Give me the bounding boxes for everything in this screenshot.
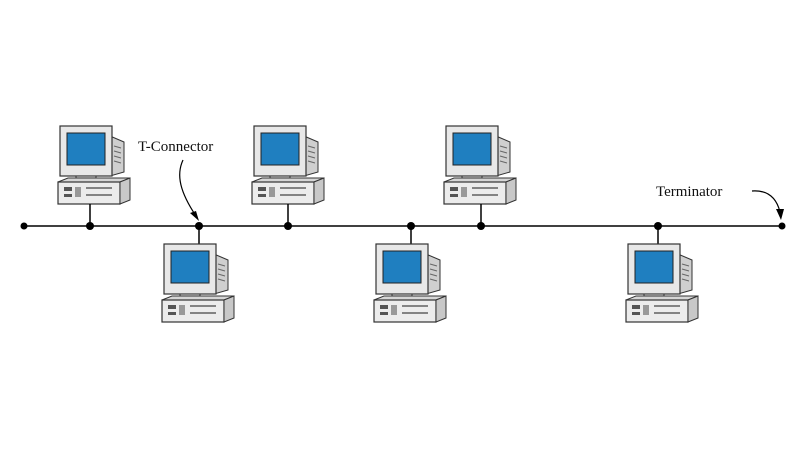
computer-bottom-1: [161, 243, 235, 323]
terminator-left: [20, 222, 28, 230]
t-connector-node: [654, 222, 662, 230]
t-connector-node: [407, 222, 415, 230]
terminator-arrowhead: [776, 209, 784, 220]
terminator-right: [778, 222, 786, 230]
t-connector-node: [195, 222, 203, 230]
t-connector-arrowhead: [190, 211, 199, 221]
computer-bottom-2: [373, 243, 447, 323]
t-connector-pointer: [179, 159, 197, 217]
terminator-pointer: [751, 190, 781, 213]
terminator-label: Terminator: [656, 184, 722, 200]
computer-top-1: [57, 125, 131, 205]
t-connector-node: [86, 222, 94, 230]
computer-top-2: [251, 125, 325, 205]
t-connector-node: [284, 222, 292, 230]
computer-bottom-3: [625, 243, 699, 323]
computer-top-3: [443, 125, 517, 205]
t-connector-label: T-Connector: [138, 139, 213, 155]
t-connector-node: [477, 222, 485, 230]
